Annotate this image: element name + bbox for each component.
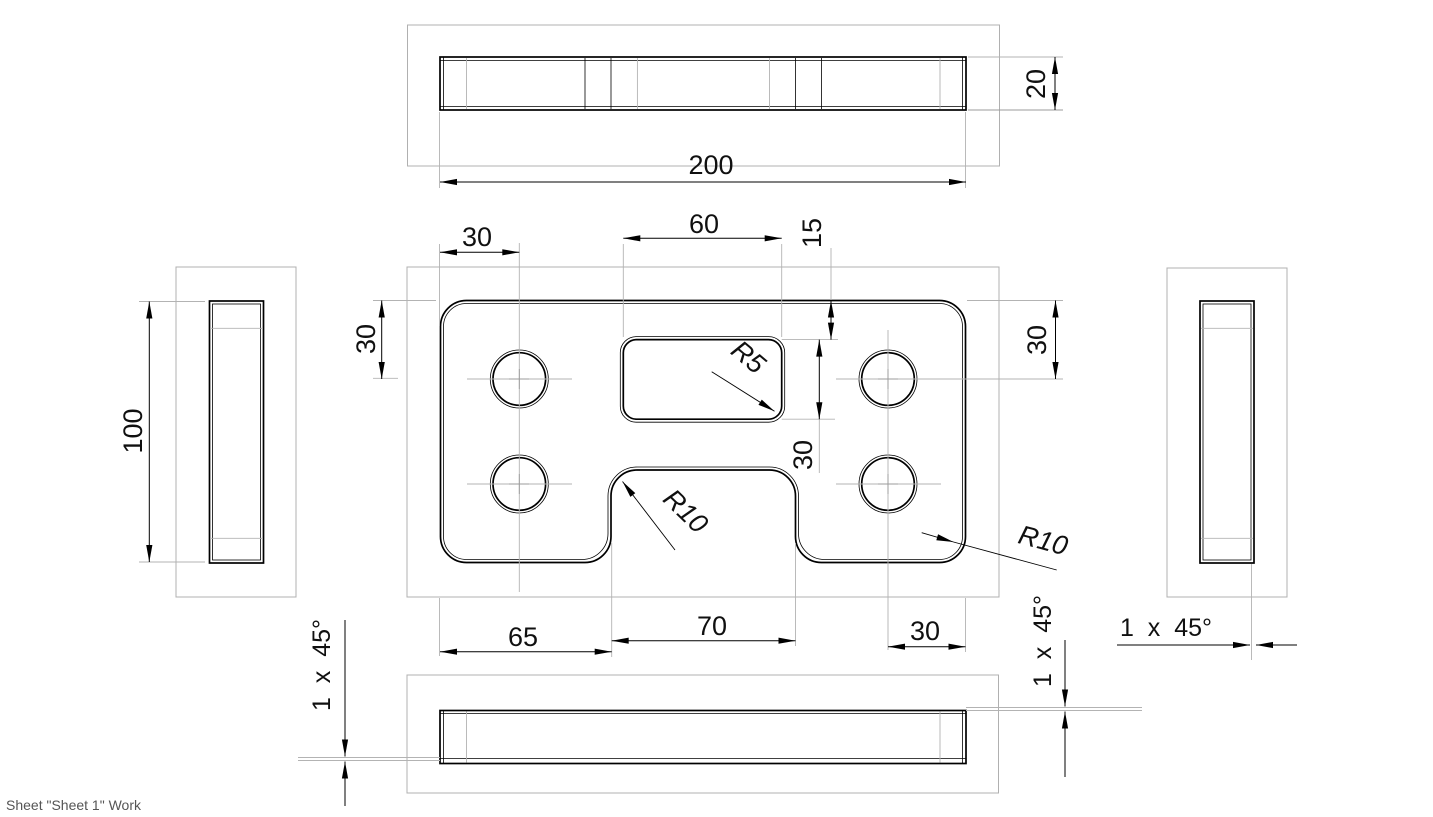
dimension-length[interactable]: 200 — [439, 112, 967, 188]
left-view-chamfer — [212, 303, 261, 561]
slot-outline[interactable] — [622, 338, 783, 421]
front-view[interactable] — [406, 243, 1000, 650]
dimension-value[interactable]: 30 — [462, 222, 492, 252]
dimension-value[interactable]: 70 — [697, 611, 727, 641]
radius-value[interactable]: R5 — [725, 334, 771, 380]
bottom-view-frame — [406, 674, 999, 794]
dimension-hole-row-left[interactable]: 30 — [351, 300, 436, 380]
dimension-value[interactable]: 30 — [1022, 325, 1052, 355]
bottom-view[interactable] — [406, 674, 999, 794]
radius-value[interactable]: R10 — [1015, 520, 1071, 562]
dimension-value[interactable]: 65 — [508, 622, 538, 652]
leader-line — [921, 532, 954, 543]
slot-chamfer-outline — [619, 336, 786, 423]
front-view-outline[interactable] — [439, 299, 967, 564]
right-view-outline[interactable] — [1199, 300, 1255, 564]
dimension-chamfer-bottom-right[interactable]: 1 x 45° — [966, 595, 1142, 777]
leader-line — [711, 371, 775, 412]
top-view-chamfer-edges — [440, 57, 966, 110]
left-view-frame — [175, 266, 297, 598]
top-view[interactable] — [407, 24, 1000, 167]
left-view-outline[interactable] — [208, 300, 265, 564]
bottom-view-chamfer-edges — [440, 710, 966, 764]
dimension-slot-top-offset[interactable]: 15 — [781, 218, 838, 341]
dimension-value[interactable]: 15 — [797, 218, 827, 248]
left-view[interactable] — [175, 266, 297, 598]
front-view-chamfer-outline — [443, 303, 963, 560]
dimension-height[interactable]: 100 — [118, 301, 205, 563]
dimension-value[interactable]: 30 — [788, 440, 818, 470]
top-view-frame — [407, 24, 1000, 167]
dimension-notch-offset[interactable]: 65 — [439, 543, 613, 657]
dimension-value[interactable]: 20 — [1021, 69, 1051, 99]
dimension-value[interactable]: 30 — [351, 324, 381, 354]
dimension-value[interactable]: 100 — [118, 408, 148, 453]
dimension-hole-col-left[interactable]: 30 — [439, 222, 520, 326]
dimension-slot-height[interactable]: 30 — [781, 339, 835, 473]
bottom-view-outline[interactable] — [439, 709, 967, 765]
radius-notch-corner[interactable]: R10 — [622, 481, 714, 551]
dimension-hole-col-right[interactable]: 30 — [888, 598, 966, 652]
dimension-chamfer-right-view[interactable]: 1 x 45° — [1117, 564, 1297, 660]
leader-line-tail — [953, 541, 1057, 571]
right-view-frame — [1166, 267, 1288, 598]
top-view-feature-edges — [466, 58, 941, 109]
dimension-notch-width[interactable]: 70 — [611, 543, 796, 646]
top-view-outline[interactable] — [439, 56, 967, 111]
center-lines — [467, 243, 941, 650]
dimension-value[interactable]: 200 — [688, 150, 733, 180]
dimension-value[interactable]: 60 — [689, 209, 719, 239]
dimension-slot-width[interactable]: 60 — [622, 209, 783, 337]
front-view-frame — [406, 266, 1000, 598]
dimension-chamfer-bottom-left[interactable]: 1 x 45° — [298, 619, 440, 806]
status-bar-label: Sheet "Sheet 1" Work — [6, 797, 142, 813]
leader-line — [622, 481, 676, 551]
dimension-value[interactable]: 1 x 45° — [1120, 614, 1212, 642]
dimension-value[interactable]: 1 x 45° — [1029, 595, 1057, 687]
right-view-chamfer — [1202, 303, 1252, 561]
dimension-thickness[interactable]: 20 — [968, 56, 1063, 111]
right-view[interactable] — [1166, 267, 1288, 598]
radius-value[interactable]: R10 — [657, 483, 713, 539]
dimension-value[interactable]: 1 x 45° — [308, 619, 336, 711]
radius-slot-corner[interactable]: R5 — [711, 334, 775, 412]
dimension-hole-row-right[interactable]: 30 — [941, 300, 1063, 380]
dimension-value[interactable]: 30 — [910, 616, 940, 646]
